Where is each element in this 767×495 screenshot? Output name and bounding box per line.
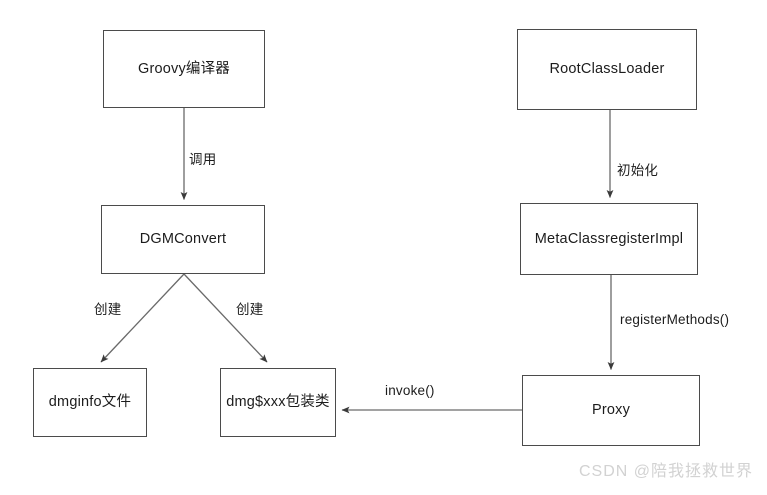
node-dmg-wrapper-class[interactable]: dmg$xxx包装类 xyxy=(220,368,336,437)
node-label: Proxy xyxy=(591,402,631,419)
node-dgm-convert[interactable]: DGMConvert xyxy=(101,205,265,274)
node-label: DGMConvert xyxy=(139,231,227,248)
edge-label-meta-to-proxy: registerMethods() xyxy=(620,312,730,327)
node-dmginfo-file[interactable]: dmginfo文件 xyxy=(33,368,147,437)
connector-dgm-to-dmginfo xyxy=(100,273,185,363)
csdn-watermark: CSDN @陪我拯救世界 xyxy=(578,463,753,480)
node-label: dmg$xxx包装类 xyxy=(226,394,330,411)
edge-label-dgm-to-dmginfo: 创建 xyxy=(94,302,122,317)
node-label: MetaClassregisterImpl xyxy=(534,230,684,247)
node-label: RootClassLoader xyxy=(549,61,665,78)
edge-label-dgm-to-wrapper: 创建 xyxy=(236,302,264,317)
node-groovy-compiler[interactable]: Groovy编译器 xyxy=(103,30,265,108)
node-label: Groovy编译器 xyxy=(137,60,231,77)
connector-dgm-to-wrapper xyxy=(183,273,268,363)
edge-label-root-to-meta: 初始化 xyxy=(617,163,659,178)
node-label: dmginfo文件 xyxy=(48,394,132,411)
node-meta-class-register-impl[interactable]: MetaClassregisterImpl xyxy=(520,203,698,275)
edge-label-groovy-to-dgm: 调用 xyxy=(189,152,217,167)
node-proxy[interactable]: Proxy xyxy=(522,375,700,446)
edge-label-proxy-to-wrapper: invoke() xyxy=(385,383,435,398)
node-root-class-loader[interactable]: RootClassLoader xyxy=(517,29,697,110)
